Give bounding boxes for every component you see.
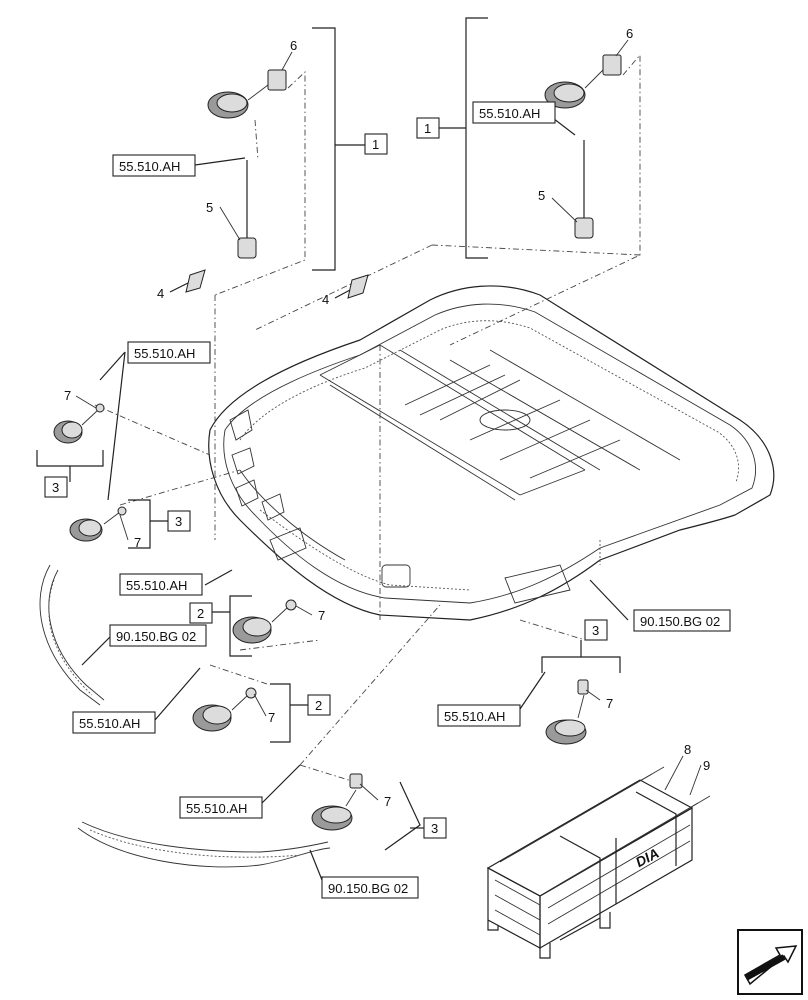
ref-box-55510ah-2[interactable]: 55.510.AH bbox=[472, 101, 556, 124]
item-7-mid-left: 7 bbox=[134, 535, 141, 550]
item-7-upper-left: 7 bbox=[64, 388, 71, 403]
svg-text:1: 1 bbox=[424, 121, 431, 136]
item-4-left: 4 bbox=[157, 286, 164, 301]
item-6-right: 6 bbox=[626, 26, 633, 41]
lamp-bottom bbox=[311, 773, 363, 831]
group-box-1-left: 1 bbox=[364, 133, 388, 155]
group-box-3-mid-left: 3 bbox=[167, 510, 191, 532]
bracket-1-left bbox=[312, 27, 365, 271]
bracket-3-mid-left bbox=[128, 499, 168, 549]
group-box-3-bottom: 3 bbox=[423, 817, 447, 839]
work-light-assembly-right bbox=[431, 53, 641, 346]
label-decal-left bbox=[169, 269, 206, 293]
lamp-mid-left bbox=[69, 506, 127, 542]
svg-text:3: 3 bbox=[52, 480, 59, 495]
lamp-right bbox=[545, 679, 589, 745]
ref-box-55510ah-6[interactable]: 55.510.AH bbox=[437, 704, 521, 727]
item-8: 8 bbox=[684, 742, 691, 757]
cab-roof-assembly bbox=[208, 285, 775, 621]
svg-text:55.510.AH: 55.510.AH bbox=[134, 346, 195, 361]
ref-box-55510ah-7[interactable]: 55.510.AH bbox=[179, 796, 263, 819]
work-light-assembly-left bbox=[207, 69, 306, 296]
group-box-3-right: 3 bbox=[584, 619, 608, 641]
ref-box-55510ah-3[interactable]: 55.510.AH bbox=[127, 341, 211, 364]
svg-text:90.150.BG 02: 90.150.BG 02 bbox=[328, 881, 408, 896]
item-9: 9 bbox=[703, 758, 710, 773]
item-7-bottom: 7 bbox=[384, 794, 391, 809]
ref-box-90150bg02-2[interactable]: 90.150.BG 02 bbox=[633, 609, 731, 632]
item-5-left: 5 bbox=[206, 200, 213, 215]
group-box-2-upper: 2 bbox=[189, 602, 213, 624]
svg-text:3: 3 bbox=[431, 821, 438, 836]
svg-text:55.510.AH: 55.510.AH bbox=[444, 709, 505, 724]
svg-text:3: 3 bbox=[592, 623, 599, 638]
ref-box-90150bg02-3[interactable]: 90.150.BG 02 bbox=[321, 876, 419, 899]
group-box-2-lower: 2 bbox=[307, 694, 331, 716]
lamp-upper-left bbox=[53, 403, 105, 444]
bracket-3-right bbox=[541, 640, 621, 673]
label-decal-right bbox=[334, 274, 369, 299]
item-7-right: 7 bbox=[606, 696, 613, 711]
svg-text:2: 2 bbox=[197, 606, 204, 621]
svg-text:55.510.AH: 55.510.AH bbox=[119, 159, 180, 174]
svg-text:55.510.AH: 55.510.AH bbox=[126, 578, 187, 593]
svg-text:2: 2 bbox=[315, 698, 322, 713]
item-7-2-upper: 7 bbox=[318, 608, 325, 623]
svg-text:55.510.AH: 55.510.AH bbox=[79, 716, 140, 731]
ref-box-90150bg02-1[interactable]: 90.150.BG 02 bbox=[109, 624, 207, 647]
shipping-crate: DIA bbox=[486, 766, 711, 959]
bracket-2-lower bbox=[270, 683, 308, 743]
svg-text:1: 1 bbox=[372, 137, 379, 152]
lamp-2-lower bbox=[192, 687, 257, 732]
item-5-right: 5 bbox=[538, 188, 545, 203]
svg-text:55.510.AH: 55.510.AH bbox=[186, 801, 247, 816]
item-6-left: 6 bbox=[290, 38, 297, 53]
harness-left bbox=[39, 564, 105, 706]
group-box-1-right: 1 bbox=[416, 117, 440, 139]
bracket-2-upper bbox=[210, 595, 252, 657]
svg-text:3: 3 bbox=[175, 514, 182, 529]
ref-box-55510ah-5[interactable]: 55.510.AH bbox=[72, 711, 156, 734]
lamp-2-upper bbox=[232, 599, 297, 644]
arrow-navigation-icon[interactable] bbox=[737, 929, 803, 995]
item-7-2-lower: 7 bbox=[268, 710, 275, 725]
ref-box-55510ah-4[interactable]: 55.510.AH bbox=[119, 573, 203, 596]
crate-logo: DIA bbox=[633, 845, 662, 870]
ref-box-55510ah-1[interactable]: 55.510.AH bbox=[112, 154, 196, 177]
item-4-right: 4 bbox=[322, 292, 329, 307]
bracket-3-upper-left bbox=[36, 450, 104, 482]
svg-text:90.150.BG 02: 90.150.BG 02 bbox=[116, 629, 196, 644]
bracket-1-right bbox=[438, 17, 488, 259]
svg-text:55.510.AH: 55.510.AH bbox=[479, 106, 540, 121]
bracket-3-bottom bbox=[384, 781, 424, 851]
group-box-3-upper-left: 3 bbox=[44, 476, 68, 498]
harness-bottom bbox=[77, 821, 331, 868]
svg-text:90.150.BG 02: 90.150.BG 02 bbox=[640, 614, 720, 629]
